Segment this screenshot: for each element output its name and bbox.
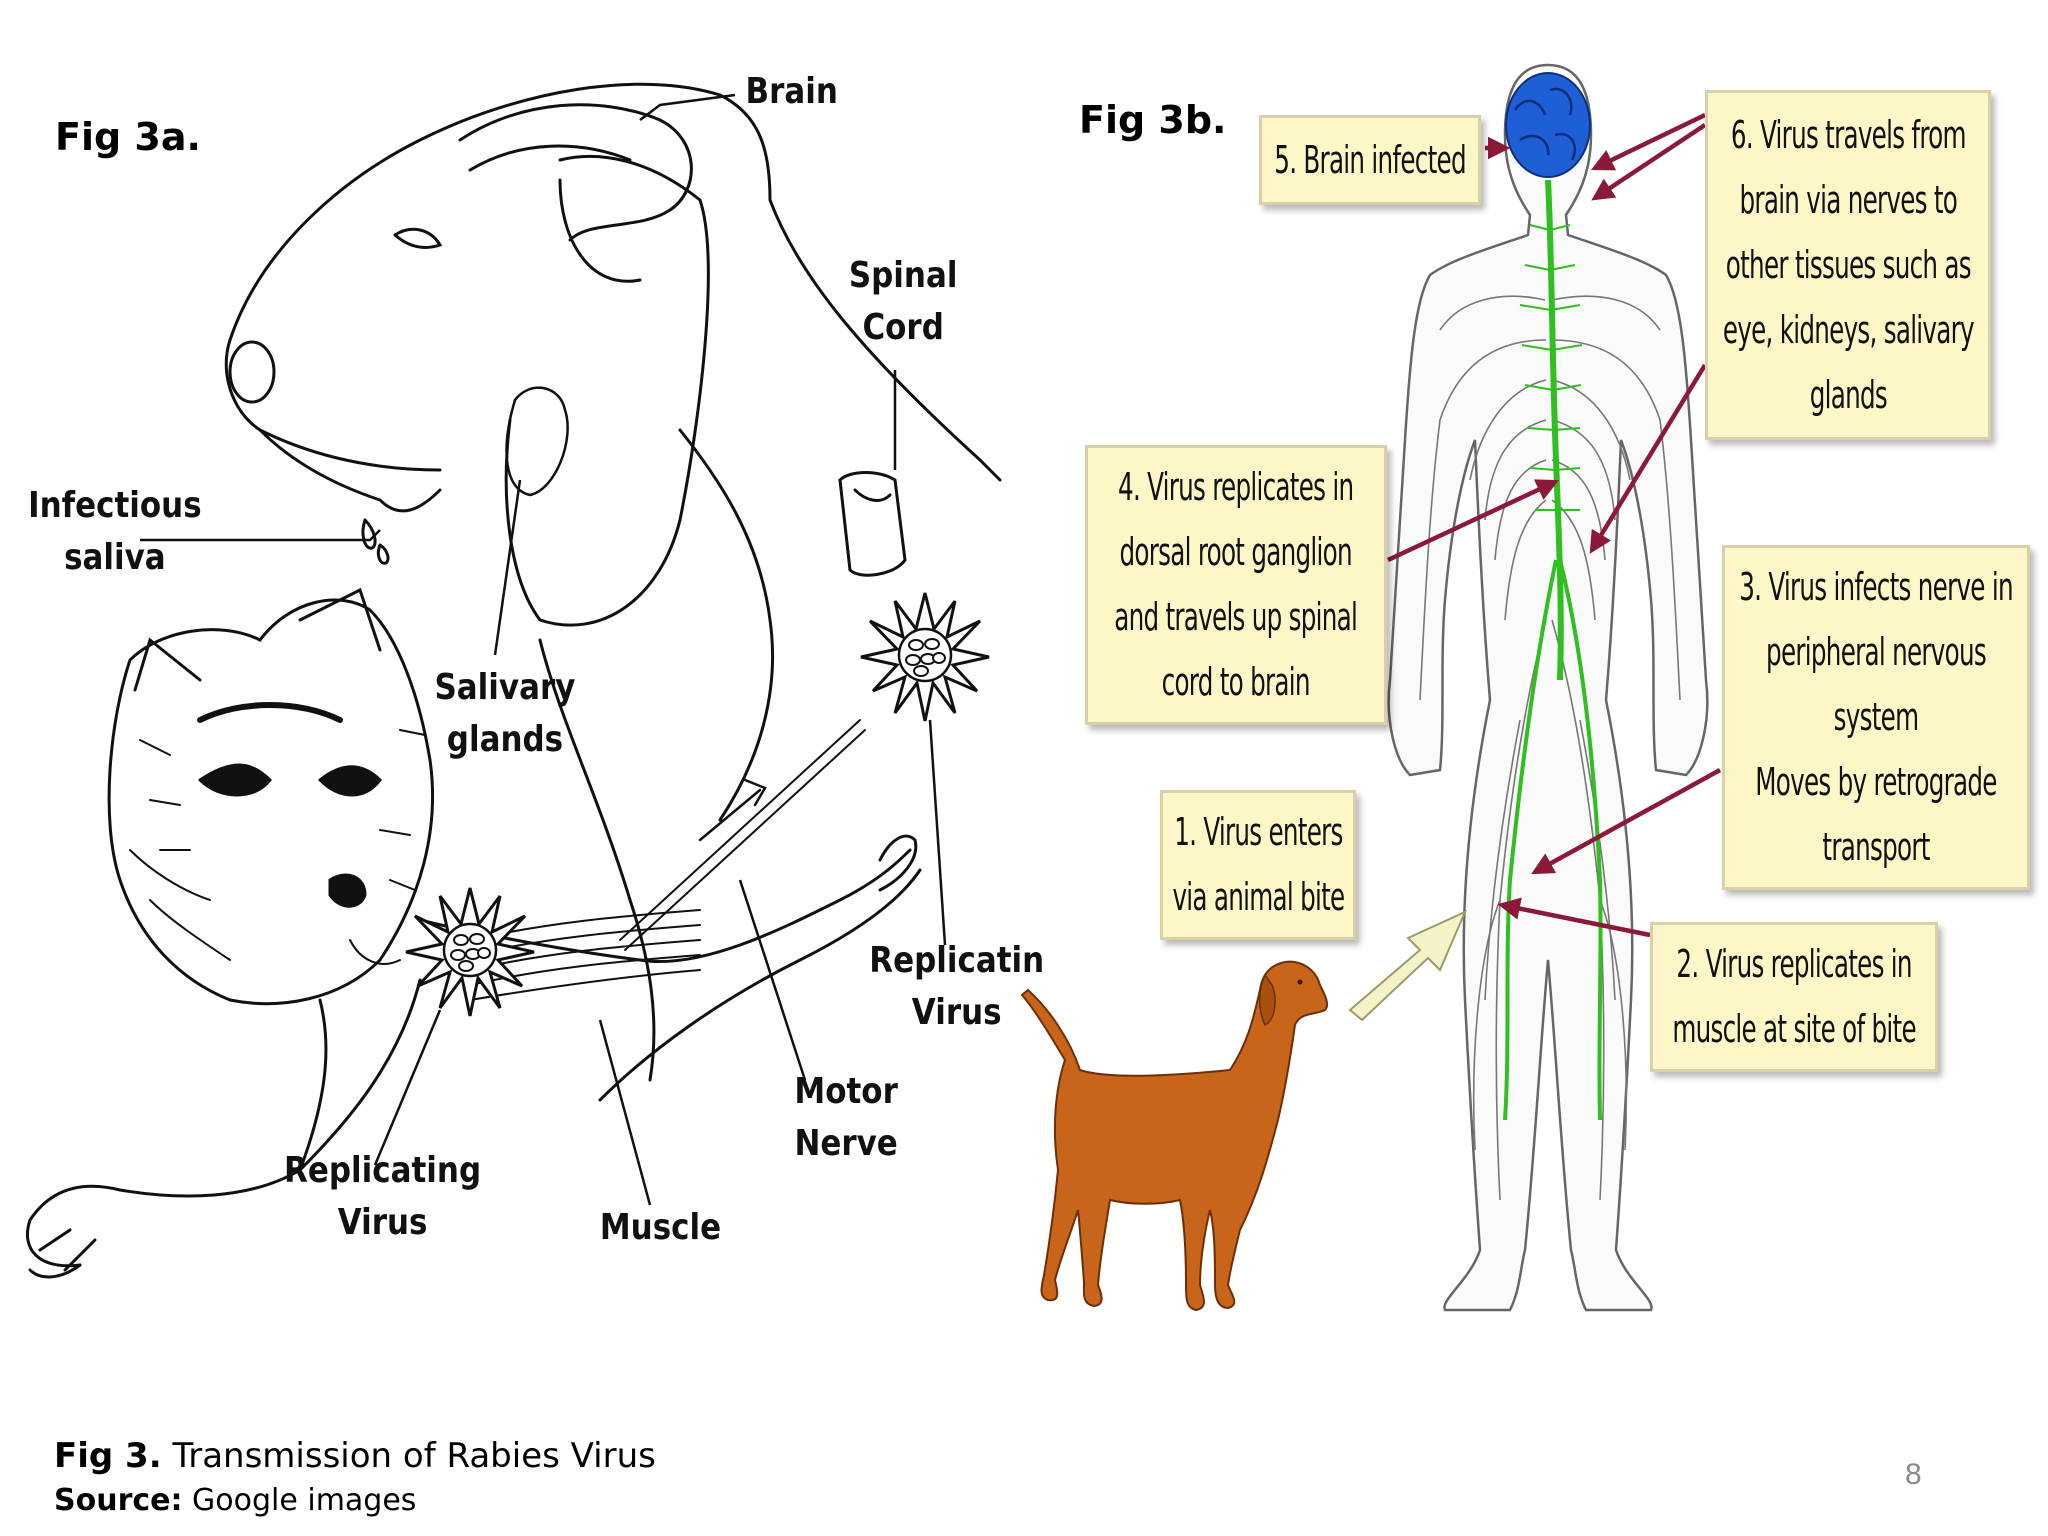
page-number: 8 bbox=[1905, 1458, 1922, 1491]
fig3b-step-arrows bbox=[1387, 112, 1722, 938]
step-4-line-4: cord to brain bbox=[1161, 660, 1311, 704]
replicating-virus-burst-left bbox=[404, 886, 536, 1018]
label-muscle: Muscle bbox=[599, 1207, 722, 1248]
step-5-text: 5. Brain infected bbox=[1274, 128, 1466, 193]
figure-caption-label: Fig 3. bbox=[54, 1436, 162, 1476]
label-brain: Brain bbox=[745, 71, 838, 112]
label-salivary-glands: Salivary glands bbox=[434, 662, 575, 766]
step-4-line-3: and travels up spinal bbox=[1114, 595, 1359, 639]
bite-arrow-icon bbox=[1348, 910, 1467, 1022]
label-spinal-cord: Spinal Cord bbox=[849, 250, 958, 354]
step-6-line-1: 6. Virus travels from bbox=[1730, 112, 1967, 157]
label-spinal-cord-line-1: Spinal bbox=[848, 255, 958, 296]
fig3b-label: Fig 3b. bbox=[1079, 98, 1227, 142]
source-text: Google images bbox=[182, 1483, 417, 1518]
label-motor-nerve: Motor Nerve bbox=[794, 1066, 897, 1170]
step-3-box: 3. Virus infects nerve in peripheral ner… bbox=[1722, 545, 2030, 890]
label-infectious-saliva-line-1: Infectious bbox=[28, 485, 202, 526]
step-3-line-5: transport bbox=[1822, 825, 1930, 869]
label-replicating-virus-left-line-2: Virus bbox=[337, 1202, 428, 1243]
source-line: Source: Google images bbox=[54, 1483, 416, 1518]
figure-caption-text: Transmission of Rabies Virus bbox=[161, 1436, 656, 1476]
step-3-line-3: system bbox=[1833, 695, 1919, 739]
step-4-box: 4. Virus replicates in dorsal root gangl… bbox=[1085, 445, 1387, 725]
label-replicating-virus-right: Replicatin Virus bbox=[869, 935, 1044, 1039]
step-2-text: 2. Virus replicates in muscle at site of… bbox=[1672, 932, 1916, 1062]
fig3a-label: Fig 3a. bbox=[55, 115, 201, 159]
label-replicating-virus-right-line-1: Replicatin bbox=[869, 940, 1045, 981]
step-5-box: 5. Brain infected bbox=[1259, 115, 1481, 205]
label-motor-nerve-line-2: Nerve bbox=[794, 1123, 898, 1164]
brain-icon bbox=[1505, 72, 1591, 178]
step-2-line-1: 2. Virus replicates in bbox=[1676, 942, 1912, 986]
step-4-line-1: 4. Virus replicates in bbox=[1118, 465, 1354, 509]
step-1-box: 1. Virus enters via animal bite bbox=[1160, 790, 1356, 940]
label-salivary-glands-line-1: Salivary bbox=[434, 667, 576, 708]
step-6-line-5: glands bbox=[1809, 372, 1887, 417]
step-6-box: 6. Virus travels from brain via nerves t… bbox=[1705, 90, 1991, 440]
label-infectious-saliva: Infectious saliva bbox=[28, 480, 202, 584]
step-6-line-2: brain via nerves to bbox=[1739, 177, 1957, 222]
step-6-line-3: other tissues such as bbox=[1725, 242, 1971, 287]
step-1-line-1: 1. Virus enters bbox=[1173, 810, 1343, 854]
label-motor-nerve-line-1: Motor bbox=[794, 1071, 898, 1112]
label-infectious-saliva-line-2: saliva bbox=[64, 537, 166, 578]
step-2-line-2: muscle at site of bite bbox=[1672, 1007, 1916, 1051]
source-label: Source: bbox=[54, 1483, 183, 1518]
step-3-line-4: Moves by retrograde bbox=[1755, 760, 1997, 804]
replicating-virus-burst-right bbox=[859, 591, 991, 723]
label-replicating-virus-left: Replicating Virus bbox=[284, 1145, 481, 1249]
label-spinal-cord-line-2: Cord bbox=[862, 307, 944, 348]
label-replicating-virus-left-line-1: Replicating bbox=[284, 1150, 482, 1191]
figure-caption: Fig 3. Transmission of Rabies Virus bbox=[54, 1436, 656, 1476]
brown-dog-icon bbox=[1020, 960, 1329, 1312]
step-4-text: 4. Virus replicates in dorsal root gangl… bbox=[1114, 455, 1359, 715]
human-nervous-system bbox=[1387, 63, 1709, 1312]
dog-raccoon-drawing bbox=[25, 82, 1002, 1279]
step-3-line-1: 3. Virus infects nerve in bbox=[1739, 565, 2013, 609]
step-1-line-2: via animal bite bbox=[1171, 875, 1345, 919]
label-salivary-glands-line-2: glands bbox=[446, 719, 564, 760]
step-3-text: 3. Virus infects nerve in peripheral ner… bbox=[1739, 555, 2013, 880]
step-1-text: 1. Virus enters via animal bite bbox=[1171, 800, 1345, 930]
step-3-line-2: peripheral nervous bbox=[1766, 630, 1987, 674]
label-replicating-virus-right-line-2: Virus bbox=[911, 992, 1002, 1033]
step-6-line-4: eye, kidneys, salivary bbox=[1722, 307, 1974, 352]
step-2-box: 2. Virus replicates in muscle at site of… bbox=[1650, 922, 1938, 1072]
step-6-text: 6. Virus travels from brain via nerves t… bbox=[1722, 103, 1974, 428]
step-4-line-2: dorsal root ganglion bbox=[1119, 530, 1353, 574]
fig3a-leader-lines bbox=[140, 93, 947, 1206]
step-5-line-1: 5. Brain infected bbox=[1274, 137, 1466, 182]
